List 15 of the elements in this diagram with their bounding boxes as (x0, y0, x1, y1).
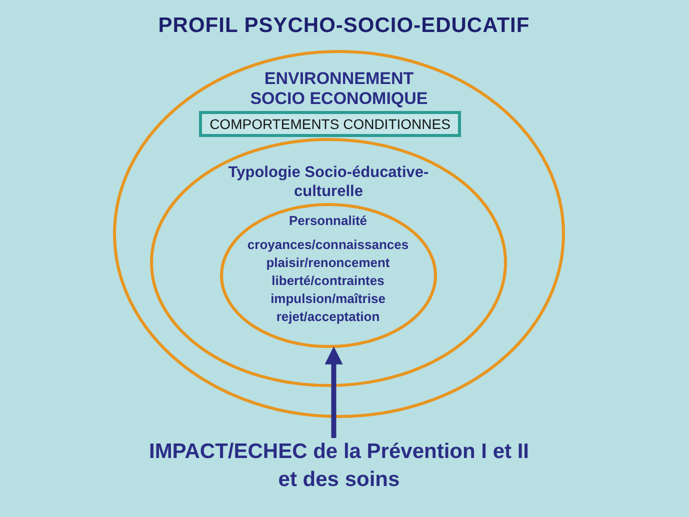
arrow (324, 346, 343, 438)
list-item: liberté/contraintes (272, 272, 384, 289)
middle-ellipse (150, 138, 507, 387)
list-item: rejet/acceptation (276, 308, 380, 325)
list-item: plaisir/renoncement (266, 254, 390, 271)
ring-heading: ENVIRONNEMENT SOCIO ECONOMIQUE (249, 69, 429, 109)
ring-heading: Personnalité (288, 213, 368, 229)
framed-label: COMPORTEMENTS CONDITIONNES (199, 111, 461, 137)
impact-text: IMPACT/ECHEC de la Prévention I et II et des soins (143, 438, 535, 494)
list-item: croyances/connaissances (247, 236, 409, 253)
list-item: impulsion/maîtrise (270, 290, 386, 307)
inner-ellipse (220, 203, 437, 348)
title: PROFIL PSYCHO-SOCIO-EDUCATIF (158, 14, 530, 38)
outer-ellipse (113, 50, 565, 418)
ring-heading: Typologie Socio-éducative-culturelle (227, 163, 430, 201)
